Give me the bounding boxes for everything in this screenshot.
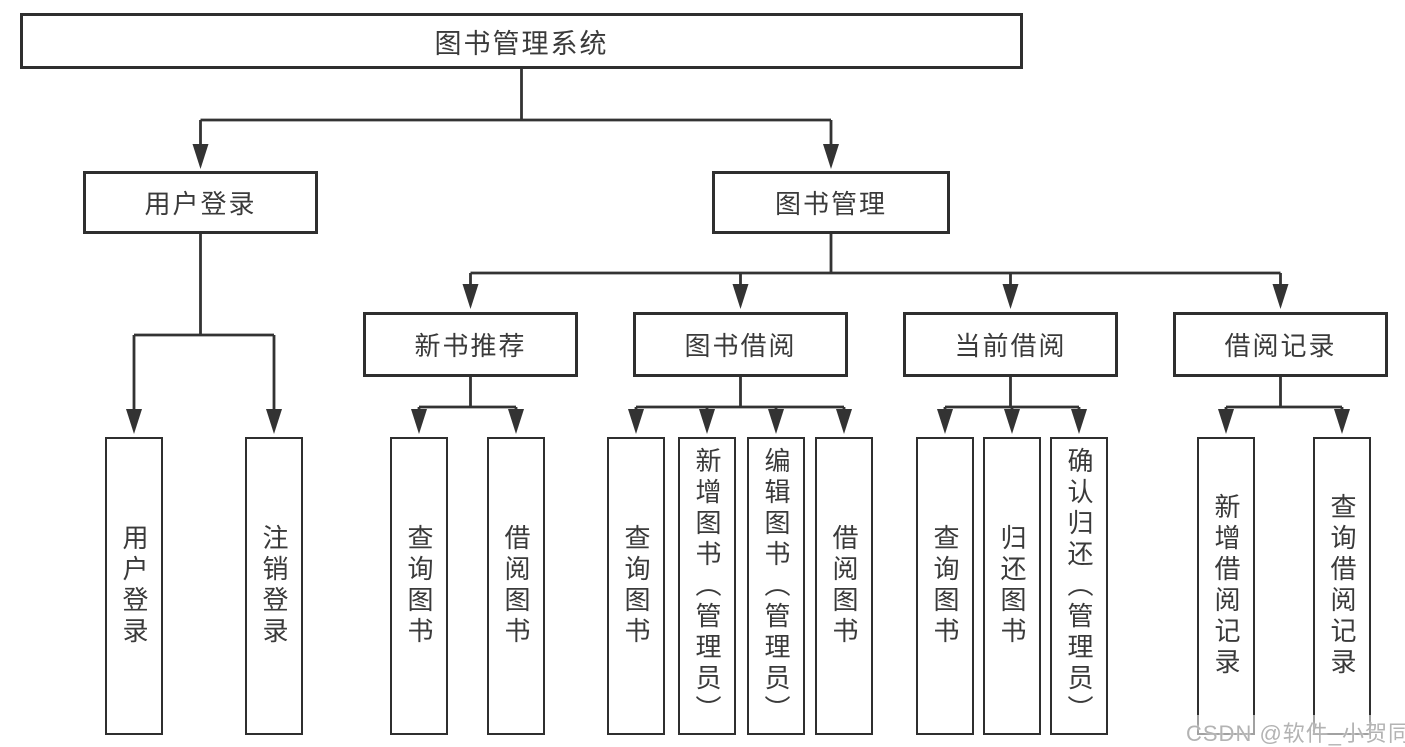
leaf-borrow-books-newrec: 借阅图书	[487, 437, 545, 735]
node-root-library-system: 图书管理系统	[20, 13, 1023, 69]
node-book-borrowing: 图书借阅	[633, 312, 848, 377]
csdn-watermark: CSDN @软件_小贺同学	[1183, 715, 1405, 747]
leaf-query-books-current: 查询图书	[916, 437, 974, 735]
node-new-book-recommendation: 新书推荐	[363, 312, 578, 377]
leaf-user-login: 用户登录	[105, 437, 163, 735]
edge-borrowrecords-to-leaves	[1218, 377, 1350, 434]
leaf-return-books: 归还图书	[983, 437, 1041, 735]
edge-newbookrec-to-leaves	[411, 377, 524, 434]
leaf-query-borrow-record: 查询借阅记录	[1313, 437, 1371, 735]
leaf-confirm-return-admin: 确认归还（管理员）	[1050, 437, 1108, 735]
leaf-edit-books-admin: 编辑图书（管理员）	[747, 437, 805, 735]
node-book-management-module: 图书管理	[712, 171, 950, 234]
leaf-add-borrow-record: 新增借阅记录	[1197, 437, 1255, 735]
leaf-add-books-admin: 新增图书（管理员）	[678, 437, 736, 735]
edge-root-to-level2	[192, 69, 839, 169]
node-current-borrowing: 当前借阅	[903, 312, 1118, 377]
node-user-login-module: 用户登录	[83, 171, 318, 234]
leaf-query-books-newrec: 查询图书	[390, 437, 448, 735]
edge-bookmgmt-to-level3	[462, 234, 1289, 309]
edge-currentborrow-to-leaves	[937, 377, 1087, 434]
edge-userlogin-to-leaves	[126, 234, 282, 434]
leaf-query-books-borrow: 查询图书	[607, 437, 665, 735]
leaf-logout: 注销登录	[245, 437, 303, 735]
leaf-borrow-books: 借阅图书	[815, 437, 873, 735]
edge-bookborrow-to-leaves	[628, 377, 852, 434]
node-borrowing-records: 借阅记录	[1173, 312, 1388, 377]
